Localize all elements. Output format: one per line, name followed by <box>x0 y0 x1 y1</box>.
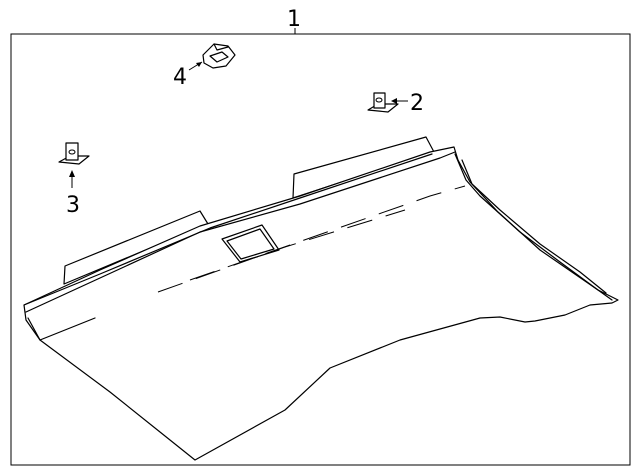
callout-1: 1 <box>287 7 301 34</box>
trim-panel <box>23 136 619 461</box>
part-2-bracket: 2 <box>367 91 424 116</box>
callout-1-label: 1 <box>287 7 301 32</box>
panel-dashed-line-2 <box>189 185 466 281</box>
part-4-clip: 4 <box>173 43 236 90</box>
callout-2-label: 2 <box>410 91 424 116</box>
panel-body <box>23 146 619 461</box>
callout-3-label: 3 <box>66 193 80 218</box>
diagram-frame <box>10 33 631 466</box>
part-3-bracket: 3 <box>58 142 90 218</box>
callout-4-label: 4 <box>173 65 187 90</box>
